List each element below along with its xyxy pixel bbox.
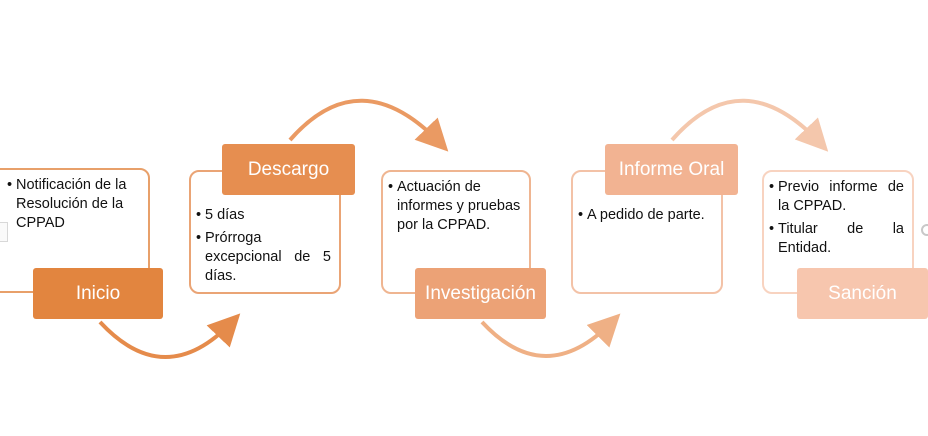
stage-card-inicio: Notificación de la Resolución de la CPPA… (0, 168, 150, 293)
stage-item: A pedido de parte. (578, 206, 713, 225)
stage-item: Actuación de informes y pruebas por la C… (388, 178, 521, 235)
stage-item: Prórroga excepcional de 5 días. (196, 229, 331, 286)
stage-item: Titular de la Entidad. (769, 220, 904, 258)
arrow-descargo-investigacion (288, 98, 449, 152)
edge-fragment (921, 224, 928, 236)
stage-label-inicio: Inicio (33, 268, 163, 319)
stage-label-descargo: Descargo (222, 144, 355, 195)
stage-label-informe-oral: Informe Oral (605, 144, 738, 195)
stage-label-investigacion: Investigación (415, 268, 546, 319)
stage-item: 5 días (196, 206, 331, 225)
stage-item: Previo informe de la CPPAD. (769, 178, 904, 216)
stage-label-sancion: Sanción (797, 268, 928, 319)
arrow-inicio-descargo (98, 313, 241, 359)
arrow-investigacion-informe (480, 313, 621, 358)
arrow-informe-sancion (670, 98, 829, 152)
edge-fragment (0, 222, 8, 242)
stage-item: Notificación de la Resolución de la CPPA… (7, 176, 140, 233)
